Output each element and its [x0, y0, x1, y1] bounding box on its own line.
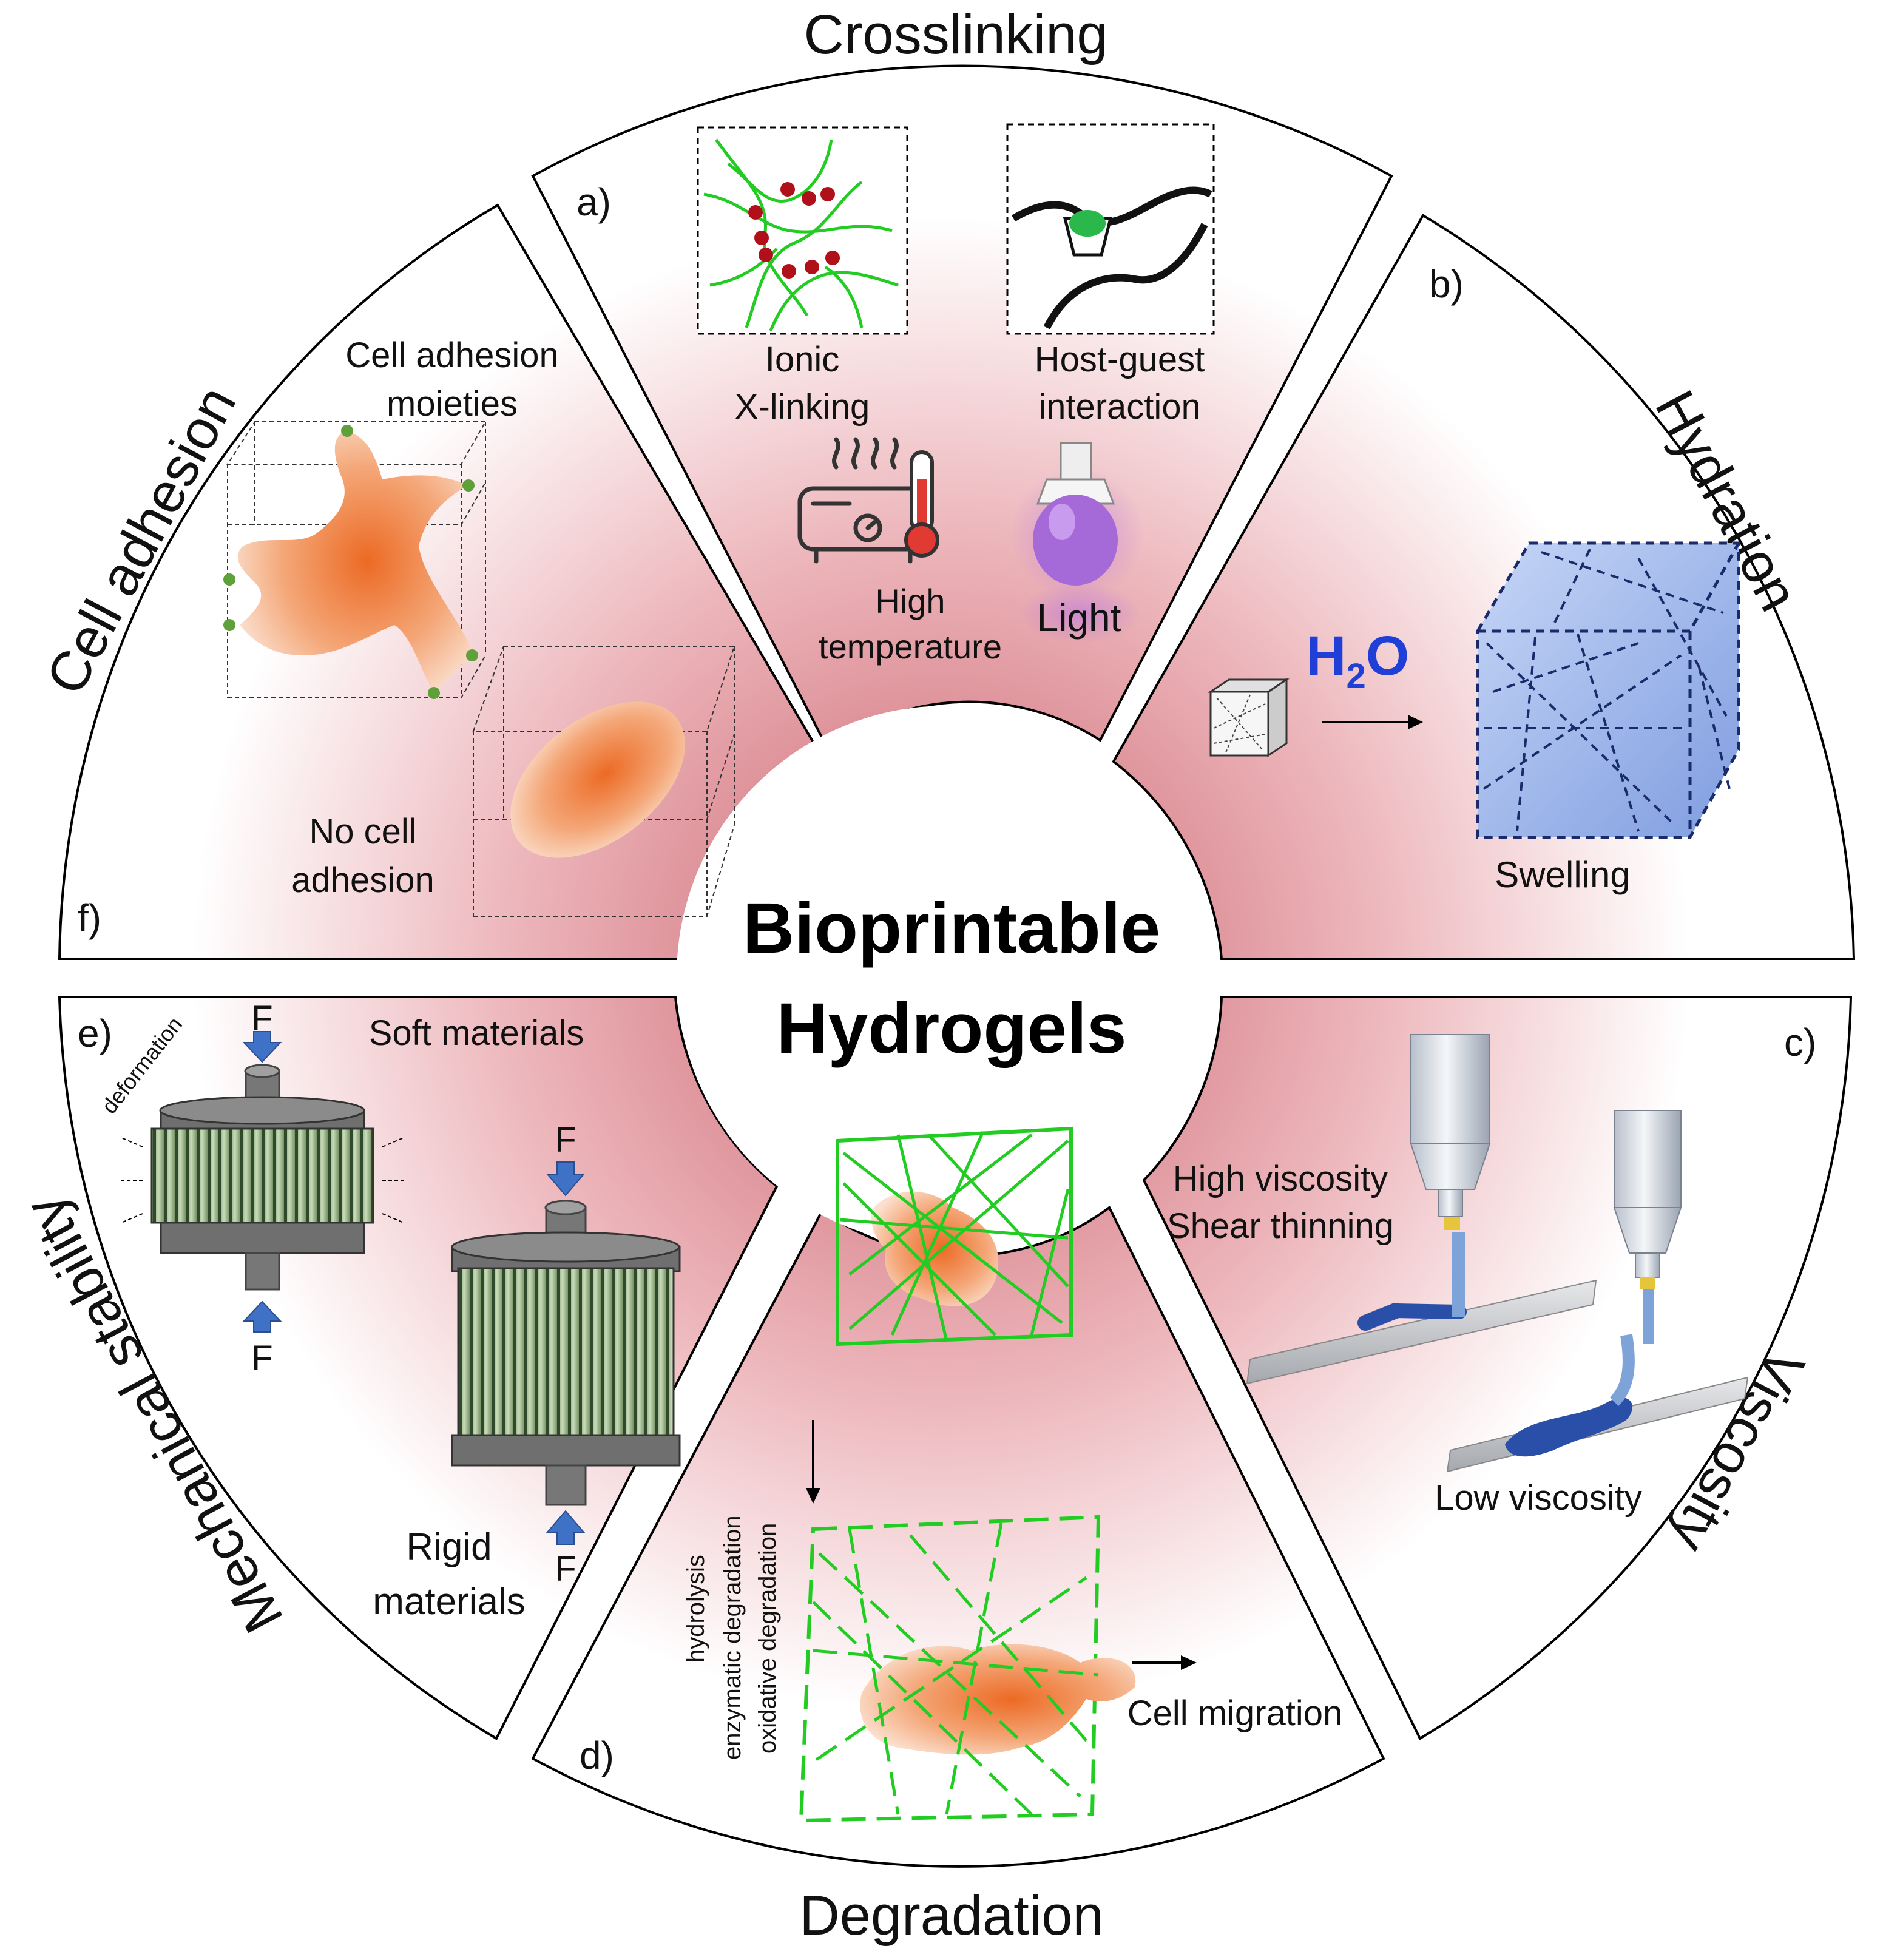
label-force-rigid-bottom: F	[555, 1549, 576, 1589]
label-no-adhesion-line2: adhesion	[291, 860, 434, 900]
segment-degradation	[531, 1205, 1385, 1868]
label-cell-migration: Cell migration	[1127, 1694, 1343, 1733]
degradation-down-arrow	[806, 1420, 820, 1504]
label-force-rigid-top: F	[555, 1120, 576, 1160]
label-hostguest-line1: Host-guest	[1035, 340, 1205, 379]
title-degradation: Degradation	[799, 1885, 1103, 1947]
center-circle	[677, 706, 1217, 1246]
label-moieties-line1: Cell adhesion	[345, 336, 558, 375]
swelling-arrow	[1322, 715, 1423, 729]
h2o-label: H2O	[1306, 625, 1409, 696]
label-swelling: Swelling	[1495, 854, 1630, 895]
thermometer-icon	[904, 450, 939, 558]
ionic-crosslink-illustration	[697, 126, 908, 335]
label-hostguest-line2: interaction	[1038, 387, 1201, 427]
label-temperature-line1: High	[875, 582, 945, 620]
label-moieties-line2: moieties	[387, 384, 518, 424]
non-adhesive-cell-box	[472, 646, 735, 917]
soft-material-cylinder	[150, 1064, 374, 1291]
label-oxidative: oxidative degradation	[754, 1523, 781, 1754]
label-enzymatic: enzymatic degradation	[719, 1516, 746, 1760]
letter-f: f)	[78, 896, 101, 940]
label-light: Light	[1037, 596, 1121, 640]
adhesive-cell-box	[223, 421, 487, 699]
letter-e: e)	[78, 1012, 112, 1055]
letter-c: c)	[1784, 1021, 1816, 1064]
label-no-adhesion-line1: No cell	[309, 812, 416, 851]
small-dry-cube	[1208, 678, 1290, 757]
label-force-soft-bottom: F	[251, 1339, 272, 1378]
light-bulb-icon	[1010, 442, 1144, 601]
degraded-network-cube	[799, 1515, 1136, 1823]
migration-arrow	[1132, 1655, 1197, 1670]
rigid-force-arrows	[546, 1161, 586, 1545]
center-title-line1: Bioprintable	[743, 888, 1160, 968]
label-rigid-line2: materials	[373, 1581, 526, 1623]
rigid-material-cylinder	[451, 1200, 681, 1506]
label-high-viscosity: High viscosity	[1173, 1159, 1388, 1198]
intact-network-cube	[836, 1126, 1073, 1347]
label-low-viscosity: Low viscosity	[1435, 1478, 1642, 1518]
center-title-line2: Hydrogels	[776, 988, 1126, 1069]
swollen-cube	[1476, 541, 1740, 839]
soft-force-arrows	[242, 1031, 282, 1333]
letter-d: d)	[580, 1734, 614, 1777]
label-temperature-line2: temperature	[819, 627, 1002, 666]
label-shear-thinning: Shear thinning	[1167, 1206, 1394, 1246]
low-viscosity-printer	[1446, 1110, 1749, 1473]
label-hydrolysis: hydrolysis	[683, 1555, 709, 1663]
host-guest-illustration	[1006, 123, 1215, 335]
title-crosslinking: Crosslinking	[803, 4, 1107, 66]
label-ionic-line2: X-linking	[735, 387, 870, 427]
label-rigid-line1: Rigid	[406, 1526, 492, 1568]
label-soft-materials: Soft materials	[369, 1013, 584, 1053]
letter-b: b)	[1429, 262, 1464, 306]
label-ionic-line1: Ionic	[765, 340, 840, 379]
letter-a: a)	[576, 180, 611, 224]
label-force-soft-top: F	[251, 999, 272, 1038]
high-viscosity-printer	[1246, 1034, 1597, 1385]
deformation-arrows	[121, 1137, 404, 1223]
